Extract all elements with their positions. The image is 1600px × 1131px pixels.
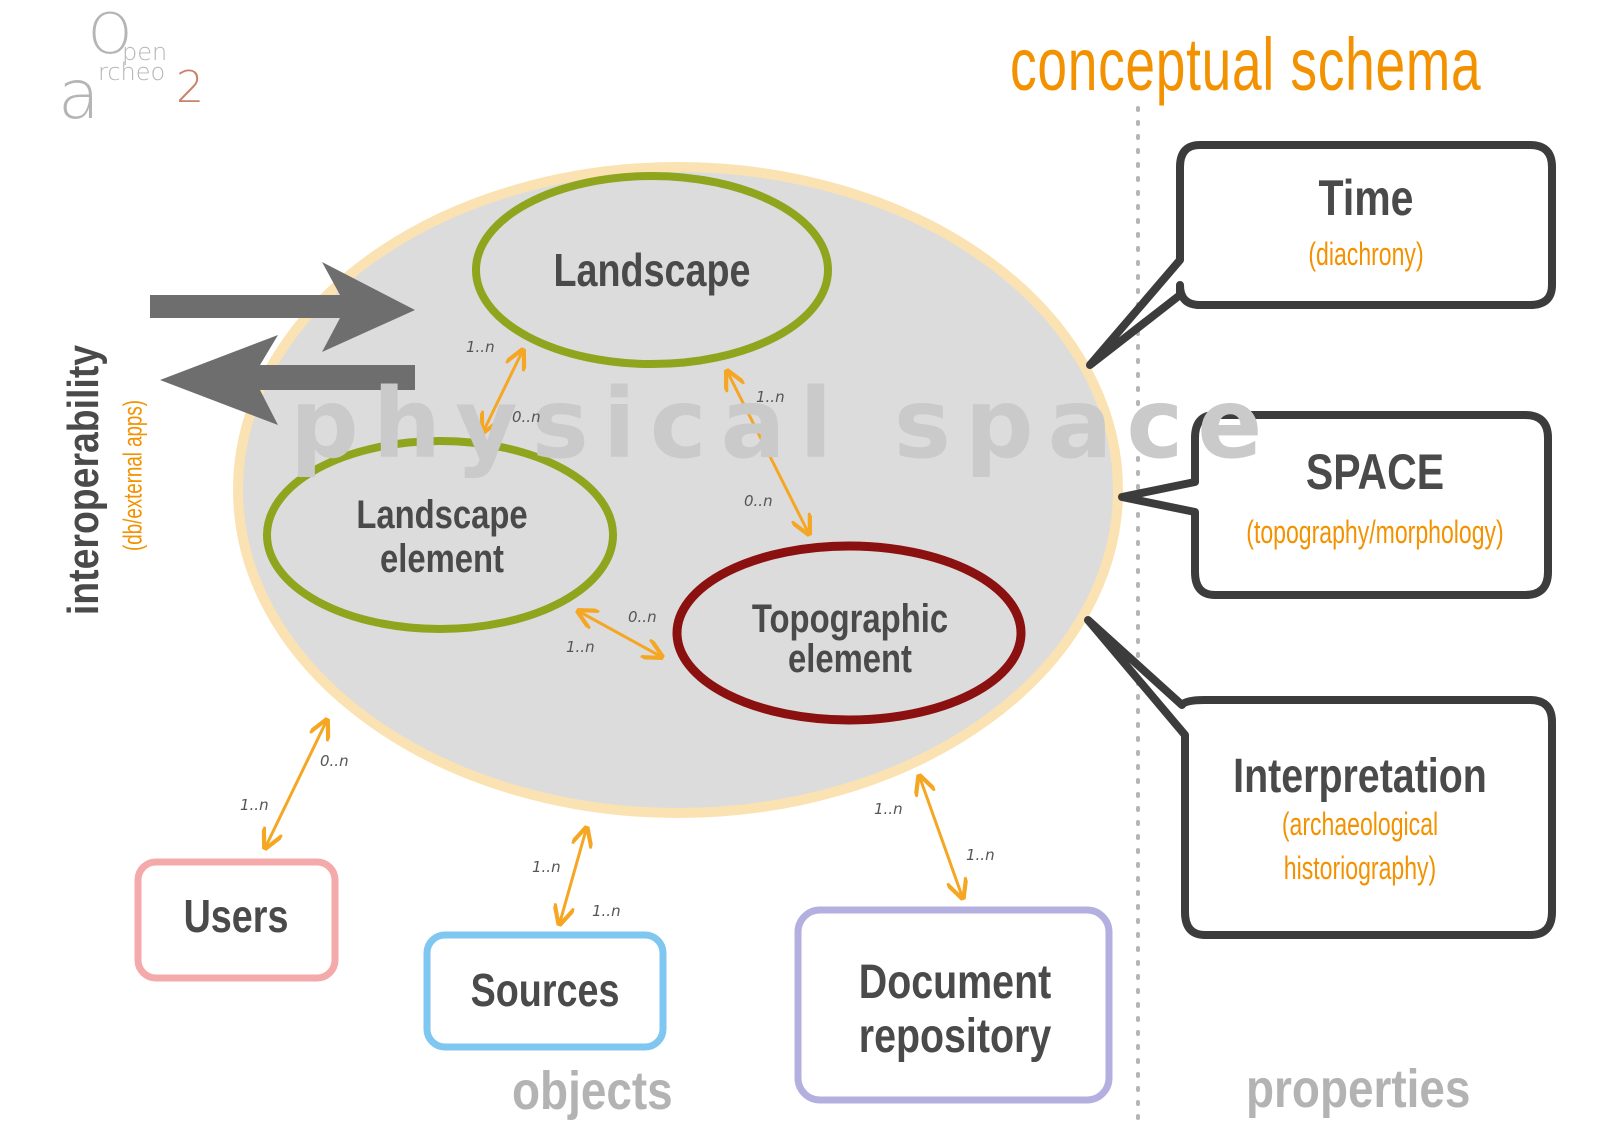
interpretation-sub-2: historiography) [1283, 850, 1437, 886]
rel-document-repository [920, 778, 962, 896]
logo-pen: pen [122, 38, 168, 66]
multiplicity-label: 1..n [566, 638, 595, 656]
interop-arrow-out [160, 335, 415, 425]
space-sub: (topography/morphology) [1246, 514, 1504, 550]
rel-landscape-landscape-element [484, 352, 522, 430]
document-repository-label-2: repository [858, 1010, 1052, 1063]
time-title: Time [1318, 170, 1414, 226]
interop-sub: (db/external apps) [117, 400, 148, 551]
interop-label: interoperability [59, 344, 108, 616]
sources-label: Sources [470, 964, 620, 1016]
logo-number: 2 [176, 62, 204, 113]
rel-sources [560, 830, 586, 922]
multiplicity-label: 1..n [240, 796, 269, 814]
rel-landscape-element-topographic [580, 612, 660, 656]
multiplicity-label: 0..n [320, 752, 349, 770]
users-label: Users [183, 890, 289, 942]
physical-space-watermark: physical space [290, 368, 1277, 480]
space-title: SPACE [1305, 444, 1445, 500]
physical-space-ellipse [233, 162, 1123, 818]
multiplicity-label: 1..n [466, 338, 495, 356]
users-box[interactable] [134, 858, 339, 982]
objects-section-label: objects [512, 1061, 673, 1121]
time-sub: (diachrony) [1308, 236, 1424, 272]
topographic-element-label-1: Topographic [751, 597, 949, 641]
landscape-ellipse[interactable] [472, 172, 832, 368]
interpretation-sub-1: (archaeological [1281, 806, 1439, 842]
rel-users [266, 722, 326, 846]
rel-landscape-topographic [728, 373, 808, 532]
interpretation-title: Interpretation [1233, 750, 1487, 803]
topographic-element-label-2: element [788, 637, 912, 681]
multiplicity-label: 1..n [874, 800, 903, 818]
multiplicity-label: 1..n [966, 846, 995, 864]
landscape-label: Landscape [553, 244, 751, 296]
landscape-element-label-2: element [380, 537, 504, 581]
sources-box[interactable] [423, 931, 667, 1051]
logo-big-a: a [58, 56, 100, 135]
landscape-element-label-1: Landscape [356, 493, 528, 537]
document-repository-label-1: Document [858, 956, 1052, 1009]
time-callout[interactable] [1086, 141, 1556, 369]
multiplicity-label: 0..n [744, 492, 773, 510]
multiplicity-label: 0..n [628, 608, 657, 626]
multiplicity-label: 1..n [532, 858, 561, 876]
interop-arrow-in [150, 262, 415, 352]
space-callout[interactable] [1118, 411, 1552, 599]
multiplicity-label: 1..n [592, 902, 621, 920]
topographic-element-ellipse[interactable] [672, 541, 1026, 725]
logo-rcheo: rcheo [98, 58, 166, 86]
logo-big-o: O [88, 2, 133, 67]
multiplicity-label: 0..n [512, 408, 541, 426]
properties-section-label: properties [1246, 1059, 1471, 1119]
interpretation-callout[interactable] [1084, 616, 1556, 939]
multiplicity-label: 1..n [756, 388, 785, 406]
page-title: conceptual schema [1010, 23, 1482, 106]
document-repository-box[interactable] [794, 906, 1113, 1104]
landscape-element-ellipse[interactable] [263, 437, 617, 633]
